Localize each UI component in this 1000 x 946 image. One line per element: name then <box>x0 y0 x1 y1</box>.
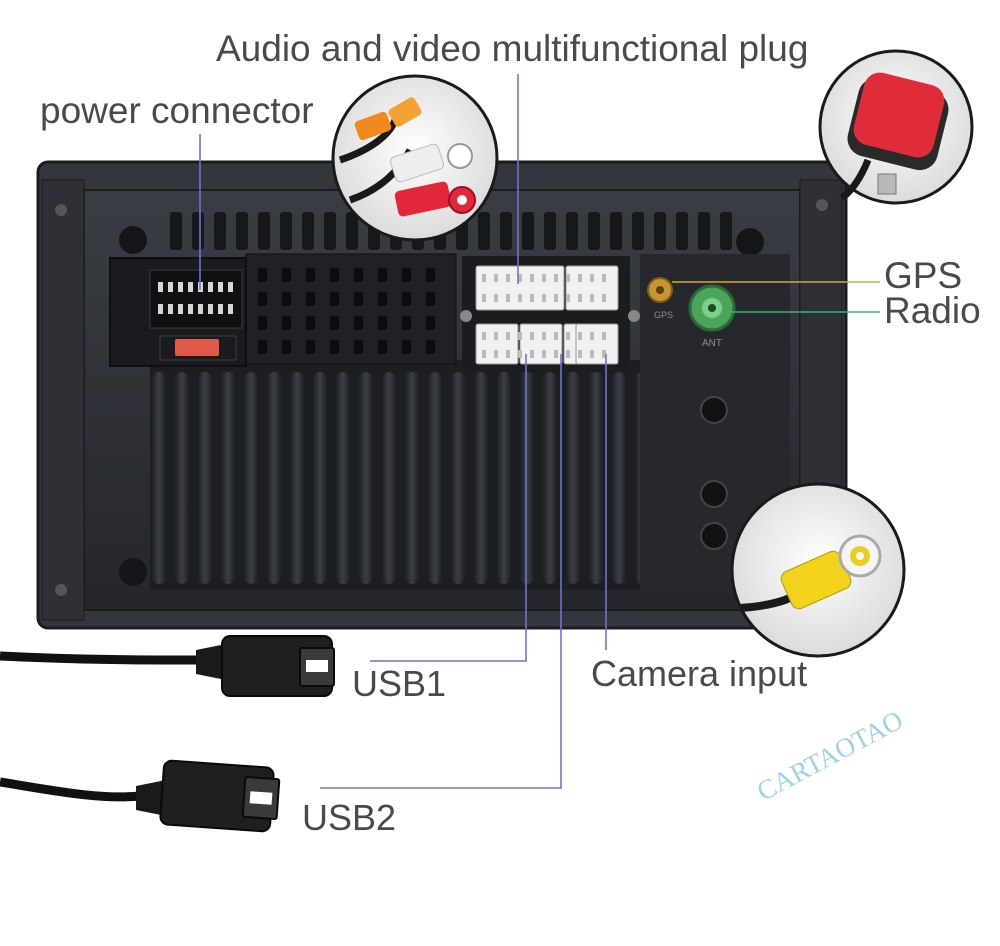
leader-lines <box>199 74 880 789</box>
label-gps: GPS <box>884 255 963 296</box>
label-power-connector: power connector <box>40 90 314 131</box>
usb-cable-icon <box>0 635 335 697</box>
gps-port: GPS <box>647 277 673 320</box>
label-usb2: USB2 <box>302 797 397 838</box>
radio-antenna-port: ANT <box>688 284 736 349</box>
vent-grid <box>258 268 435 354</box>
label-av-plug: Audio and video multifunctional plug <box>216 28 809 69</box>
gps-port-marking: GPS <box>654 310 673 320</box>
av-multifunction-connectors <box>460 256 640 368</box>
usb2-leader-line <box>320 354 562 789</box>
label-radio: Radio <box>884 290 981 331</box>
gps-antenna-icon <box>818 49 974 205</box>
label-camera-input: Camera input <box>591 653 808 694</box>
usb1-leader-line <box>370 354 527 662</box>
camera-rca-icon <box>730 482 906 658</box>
power-connector-icon <box>109 257 247 367</box>
heat-sink-fins <box>152 372 672 584</box>
usb-cable-icon <box>0 759 281 833</box>
ant-port-marking: ANT <box>702 338 722 349</box>
label-usb1: USB1 <box>352 663 447 704</box>
rca-plugs-icon <box>331 74 499 242</box>
